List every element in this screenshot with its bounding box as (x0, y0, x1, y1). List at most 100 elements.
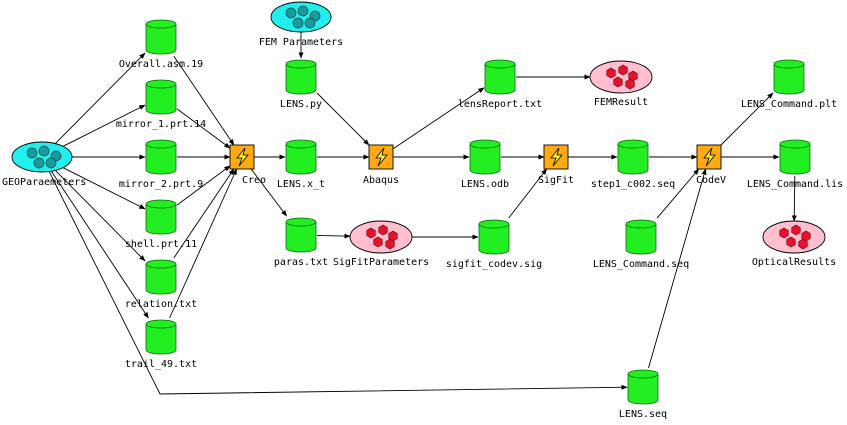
edge-paras-to-sigfitparams (316, 233, 351, 239)
node-sigfit-label: SigFit (538, 175, 574, 186)
node-lenscmdlis[interactable]: LENS_Command.lis (747, 139, 843, 190)
node-trail[interactable]: trail_49.txt (125, 319, 197, 370)
node-fem-input-icon (270, 1, 332, 33)
edge-codev-to-lenscmdplt (720, 92, 774, 146)
edge-geo-to-lensseq (48, 171, 628, 395)
node-lensreport-label: lensReport.txt (458, 99, 542, 110)
node-codev-label: CodeV (696, 175, 726, 186)
node-sigfitparams-label: SigFitParameters (333, 257, 429, 268)
node-lenscmdplt-label: LENS_Command.plt (741, 99, 837, 110)
node-paras-label: paras.txt (274, 257, 328, 268)
node-lenspy-file-icon (285, 59, 317, 95)
edge-creo-to-paras (250, 168, 287, 217)
edge-overall-to-creo (173, 55, 235, 146)
node-step1-label: step1_c002.seq (591, 179, 675, 190)
edges-layer (48, 32, 797, 395)
node-sigfit[interactable]: SigFit (538, 144, 574, 186)
nodes-layer: GEOParaemeters FEM ParametersOverall.asm.… (2, 1, 843, 420)
node-fem-label: FEM Parameters (259, 37, 343, 48)
node-lensxt-file-icon (285, 139, 317, 175)
node-geo-input-icon (11, 141, 73, 173)
node-lensreport-file-icon (484, 59, 516, 95)
node-lensxt[interactable]: LENS.x_t (277, 139, 325, 190)
node-femresult[interactable]: FEMResult (589, 60, 653, 108)
node-paras[interactable]: paras.txt (274, 217, 328, 268)
node-relation[interactable]: relation.txt (125, 259, 197, 310)
node-lenscmdseq-file-icon (625, 219, 657, 255)
node-mirror2-label: mirror_2.prt.9 (119, 179, 203, 190)
node-codev-process-icon (696, 144, 722, 170)
node-lensxt-label: LENS.x_t (277, 179, 325, 190)
edge-lenscmdlis-to-opticalresults (791, 175, 797, 222)
node-overall-file-icon (145, 19, 177, 55)
node-geo-label: GEOParaemeters (2, 177, 86, 188)
node-lensseq-file-icon (627, 369, 659, 405)
node-mirror1-label: mirror_1.prt.14 (116, 119, 206, 130)
edge-sigfitcodev-to-sigfit (508, 168, 548, 219)
node-fem[interactable]: FEM Parameters (259, 1, 343, 48)
edge-lensseq-to-codev (648, 168, 707, 369)
edge-geo-to-overall (54, 52, 146, 144)
node-relation-label: relation.txt (125, 299, 197, 310)
edge-mirror1-to-creo (176, 108, 231, 149)
node-mirror1-file-icon (145, 79, 177, 115)
edge-geo-to-trail (51, 170, 149, 319)
node-codev[interactable]: CodeV (696, 144, 726, 186)
node-lensodb-label: LENS.odb (461, 179, 509, 190)
node-sigfitcodev-label: sigfit_codev.sig (446, 259, 542, 270)
node-lenscmdseq[interactable]: LENS_Command.seq (593, 219, 689, 270)
node-mirror1[interactable]: mirror_1.prt.14 (116, 79, 206, 130)
node-relation-file-icon (145, 259, 177, 295)
node-opticalresults-label: OpticalResults (752, 257, 836, 268)
node-opticalresults-output-icon (762, 220, 826, 254)
node-creo-process-icon (229, 144, 255, 170)
node-opticalresults[interactable]: OpticalResults (752, 220, 836, 268)
node-sigfitcodev[interactable]: sigfit_codev.sig (446, 219, 542, 270)
node-lensodb[interactable]: LENS.odb (461, 139, 509, 190)
node-trail-file-icon (145, 319, 177, 355)
edge-lenspy-to-abaqus (316, 92, 370, 146)
node-sigfitcodev-file-icon (478, 219, 510, 255)
node-overall-label: Overall.asm.19 (119, 59, 203, 70)
node-mirror2[interactable]: mirror_2.prt.9 (119, 139, 203, 190)
node-lenscmdseq-label: LENS_Command.seq (593, 259, 689, 270)
node-shell[interactable]: shell.prt.11 (125, 199, 197, 250)
node-lensseq-label: LENS.seq (619, 409, 667, 420)
edge-lenscmdseq-to-codev (656, 168, 700, 219)
node-shell-file-icon (145, 199, 177, 235)
node-lensodb-file-icon (469, 139, 501, 175)
node-lenscmdplt[interactable]: LENS_Command.plt (741, 59, 837, 110)
node-lenspy[interactable]: LENS.py (280, 59, 322, 110)
edge-geo-to-relation (54, 170, 146, 262)
edge-geo-to-shell (62, 167, 146, 210)
node-creo-label: Creo (242, 175, 266, 186)
node-sigfitparams-output-icon (349, 220, 413, 254)
node-abaqus-process-icon (368, 144, 394, 170)
node-step1[interactable]: step1_c002.seq (591, 139, 675, 190)
node-sigfit-process-icon (543, 144, 569, 170)
node-creo[interactable]: Creo (229, 144, 266, 186)
node-overall[interactable]: Overall.asm.19 (119, 19, 203, 70)
node-lenscmdplt-file-icon (773, 59, 805, 95)
node-lenscmdlis-file-icon (779, 139, 811, 175)
node-trail-label: trail_49.txt (125, 359, 197, 370)
node-lensseq[interactable]: LENS.seq (619, 369, 667, 420)
edge-geo-to-mirror1 (62, 104, 146, 147)
node-abaqus[interactable]: Abaqus (363, 144, 399, 186)
node-sigfitparams[interactable]: SigFitParameters (333, 220, 429, 268)
node-abaqus-label: Abaqus (363, 175, 399, 186)
node-geo[interactable]: GEOParaemeters (2, 141, 86, 188)
node-paras-file-icon (285, 217, 317, 253)
edge-trail-to-creo (169, 168, 238, 319)
node-femresult-label: FEMResult (594, 97, 648, 108)
node-femresult-output-icon (589, 60, 653, 94)
node-mirror2-file-icon (145, 139, 177, 175)
node-lenspy-label: LENS.py (280, 99, 322, 110)
edge-abaqus-to-lensreport (392, 87, 485, 150)
node-lensreport[interactable]: lensReport.txt (458, 59, 542, 110)
node-step1-file-icon (617, 139, 649, 175)
edge-relation-to-creo (173, 168, 235, 259)
node-shell-label: shell.prt.11 (125, 239, 197, 250)
edge-shell-to-creo (176, 165, 231, 206)
